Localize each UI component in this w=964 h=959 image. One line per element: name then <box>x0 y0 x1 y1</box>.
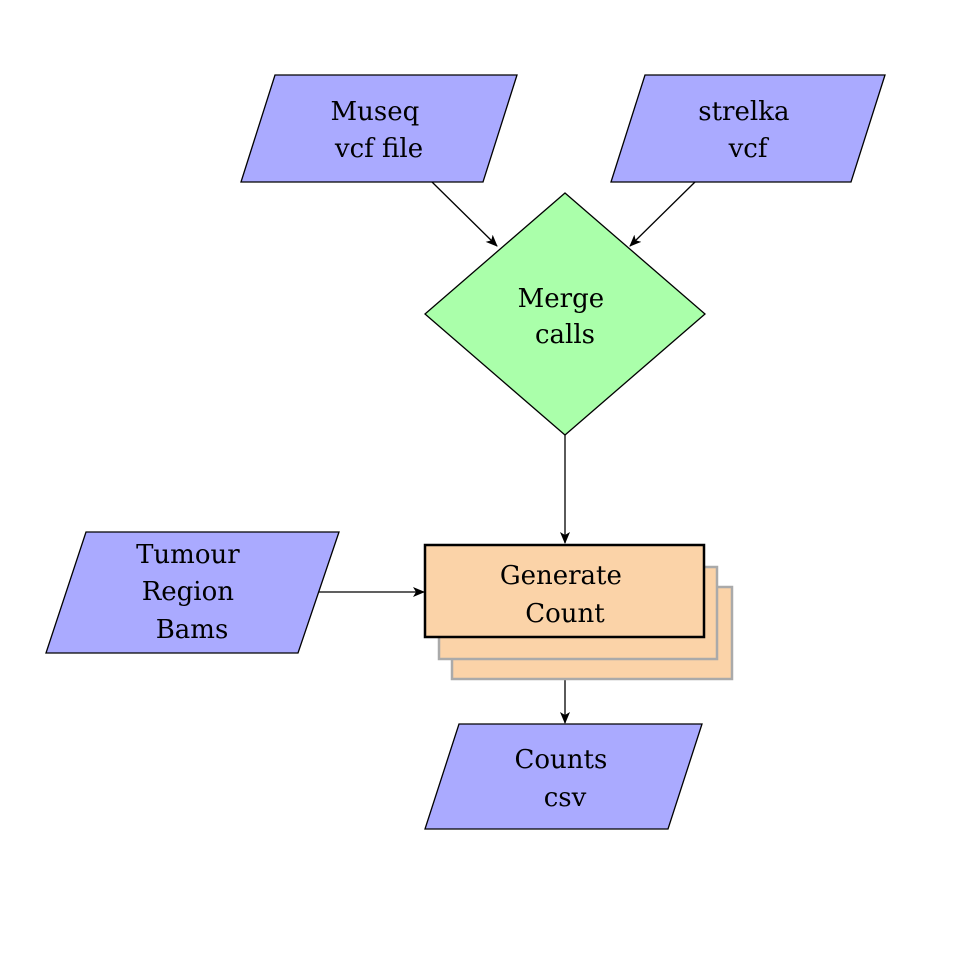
node-museq-vcf: Museq vcf file <box>240 74 518 183</box>
generate-label-line1: Generate <box>500 561 622 591</box>
tumour-label-line1: Tumour <box>136 540 240 570</box>
museq-label-line2: vcf file <box>334 134 423 164</box>
strelka-label-line2: vcf <box>728 134 770 164</box>
svg-text:Counts csv: Counts csv <box>514 745 615 813</box>
node-counts-csv: Counts csv <box>424 723 703 830</box>
svg-text:Generate Count: Generate Count <box>500 561 630 629</box>
tumour-label-line2: Region <box>142 577 235 607</box>
strelka-shape <box>610 74 886 183</box>
merge-label-line1: Merge <box>518 284 604 314</box>
strelka-label-line1: strelka <box>698 97 789 127</box>
edge-strelka-to-merge <box>629 181 696 247</box>
tumour-shape <box>45 531 340 654</box>
svg-text:Tumour Region Bams: Tumour Region Bams <box>136 540 248 645</box>
edge-museq-to-merge <box>431 181 498 247</box>
counts-shape <box>424 723 703 830</box>
generate-label-line2: Count <box>525 599 605 629</box>
svg-text:Merge calls: Merge calls <box>518 284 613 350</box>
node-strelka-vcf: strelka vcf <box>610 74 886 183</box>
counts-label-line1: Counts <box>514 745 607 775</box>
svg-text:strelka vcf: strelka vcf <box>698 97 797 164</box>
node-tumour-region-bams: Tumour Region Bams <box>45 531 340 654</box>
node-merge-calls: Merge calls <box>424 192 706 436</box>
merge-label-line2: calls <box>535 320 595 350</box>
svg-text:Museq vcf file: Museq vcf file <box>330 97 427 164</box>
counts-label-line2: csv <box>544 783 587 813</box>
node-generate-count: Generate Count <box>423 543 734 681</box>
museq-shape <box>240 74 518 183</box>
generate-shape <box>423 543 706 639</box>
tumour-label-line3: Bams <box>156 615 229 645</box>
merge-shape <box>424 192 706 436</box>
museq-label-line1: Museq <box>330 97 419 127</box>
